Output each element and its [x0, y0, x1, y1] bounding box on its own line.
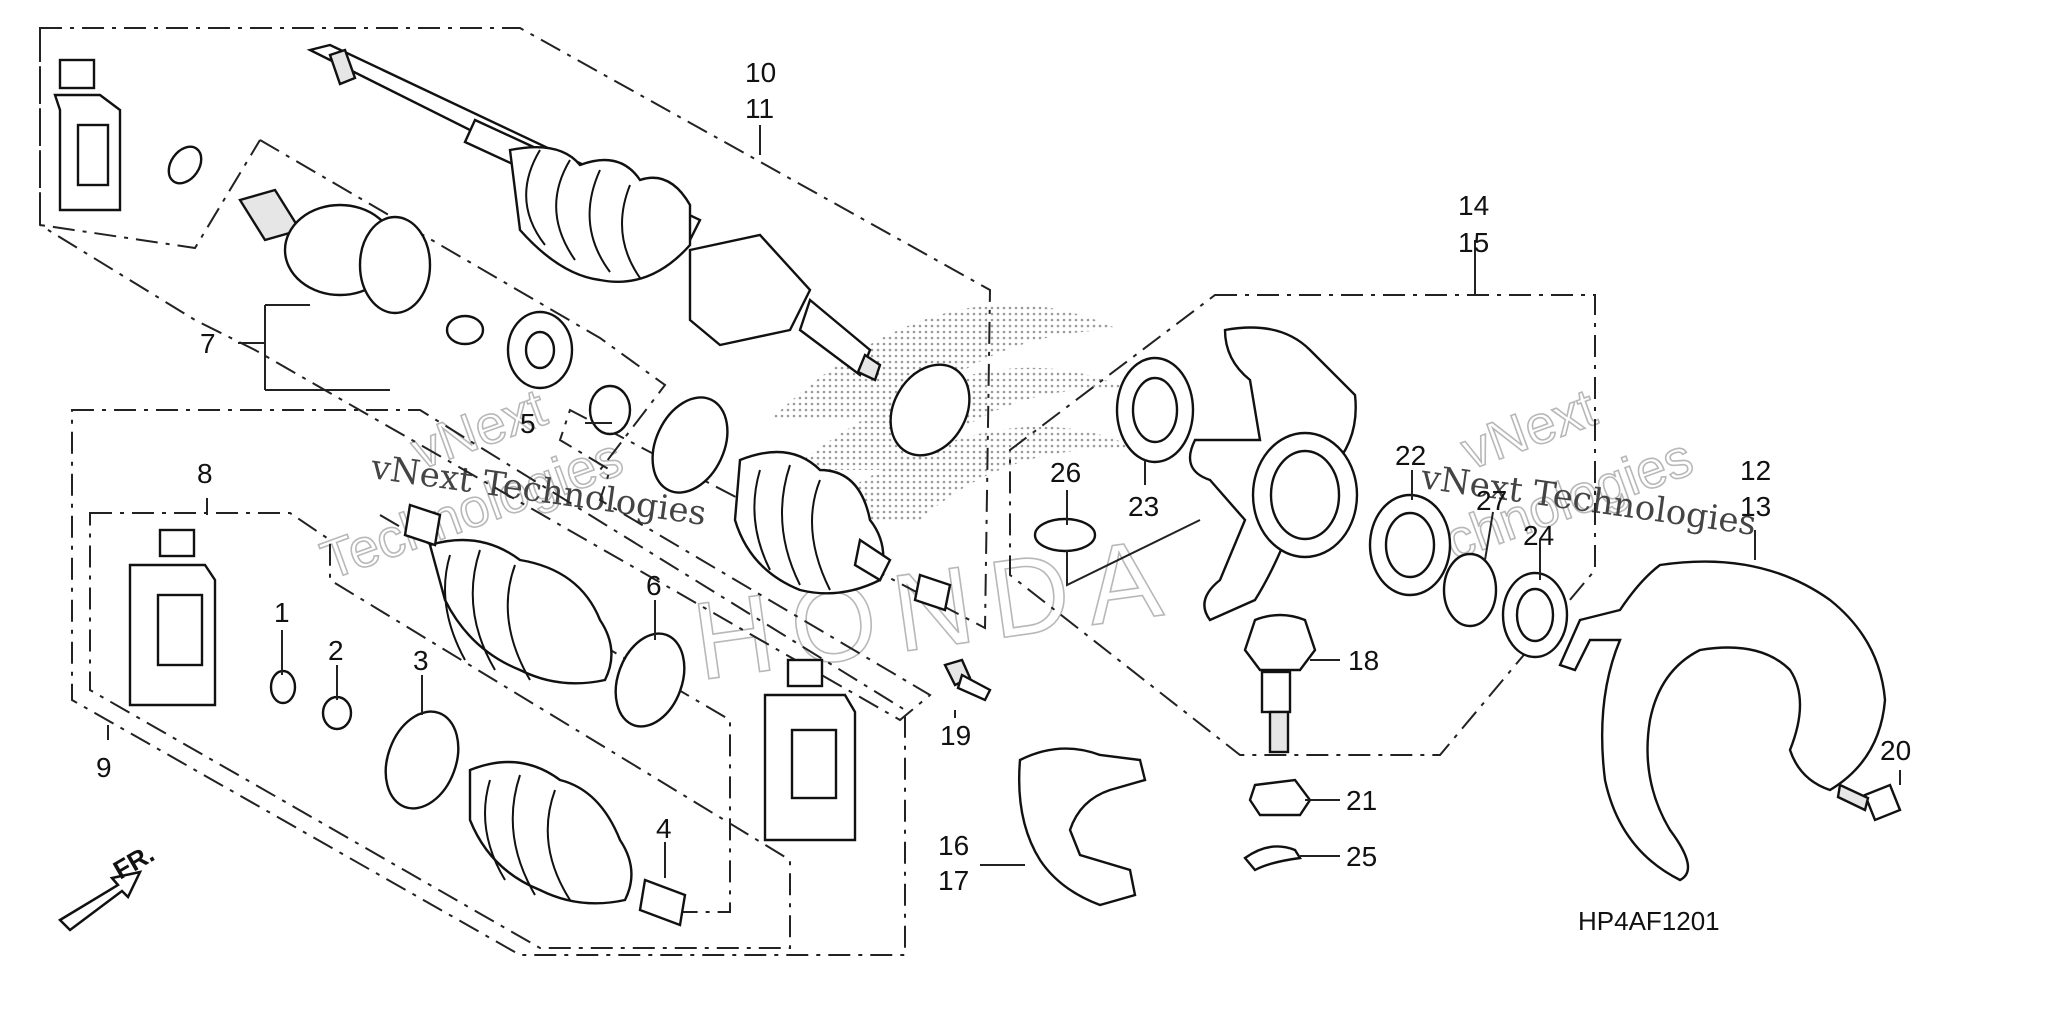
seal-23	[1115, 356, 1195, 464]
stop-ring-2	[321, 695, 353, 731]
group-outline-9	[71, 409, 906, 956]
callout-23: 23	[1128, 491, 1159, 522]
ball-joint-18	[1243, 613, 1317, 754]
callout-2: 2	[328, 635, 344, 666]
callout-21: 21	[1346, 785, 1377, 816]
boot-middle-left	[428, 538, 613, 685]
bearing-22	[1368, 493, 1452, 597]
callout-22: 22	[1395, 440, 1426, 471]
boot-band-upper-right	[889, 363, 971, 457]
callout-19: 19	[940, 720, 971, 751]
bolt-19	[943, 658, 992, 702]
drive-shaft-assembly	[306, 43, 882, 382]
circlip-5	[588, 384, 632, 436]
group-outline-oil-top	[39, 27, 261, 250]
knuckle	[1188, 326, 1359, 622]
oil-bottle-lower-right	[763, 658, 857, 842]
splash-shield-12-13	[1558, 560, 1887, 882]
callout-25: 25	[1346, 841, 1377, 872]
oil-bottle-lower-left	[128, 528, 217, 707]
callout-15: 15	[1458, 227, 1489, 258]
castle-nut-21	[1248, 778, 1312, 817]
cotter-pin-25	[1243, 845, 1303, 872]
callout-labels: 10 11 7 5 8 9 1 2 3 4 6 26 23 22 27 24 1…	[96, 57, 1911, 896]
group-outline-7	[259, 139, 667, 471]
inner-cv-joint	[238, 188, 574, 390]
callout-27: 27	[1476, 485, 1507, 516]
callout-12: 12	[1740, 455, 1771, 486]
circlip-top	[167, 145, 203, 185]
leader-lines	[107, 125, 1901, 878]
boot-clamp-mid-right	[913, 573, 952, 612]
callout-4: 4	[656, 813, 672, 844]
callout-10: 10	[745, 57, 776, 88]
group-outline-8	[89, 512, 791, 949]
callout-1: 1	[274, 597, 290, 628]
group-outline-10-11	[39, 27, 992, 722]
boot-band-6	[614, 632, 686, 728]
callout-3: 3	[413, 645, 429, 676]
callout-18: 18	[1348, 645, 1379, 676]
seal-24	[1501, 571, 1569, 659]
boot-clamp-upper-left	[403, 503, 442, 547]
group-outline-inner-boot	[379, 514, 731, 913]
callout-26: 26	[1050, 457, 1081, 488]
callout-17: 17	[938, 865, 969, 896]
callout-16: 16	[938, 830, 969, 861]
oil-bottle-top	[53, 58, 122, 212]
inner-boot-middle	[733, 450, 892, 595]
circlip-26	[1033, 517, 1097, 553]
callout-5: 5	[520, 408, 536, 439]
callout-11: 11	[745, 93, 774, 124]
diagram-code: HP4AF1201	[1578, 906, 1720, 936]
circlip-27	[1442, 552, 1498, 628]
boot-band-3	[384, 710, 460, 810]
guard-16-17	[1017, 747, 1147, 907]
callout-7: 7	[200, 328, 216, 359]
bolt-20	[1836, 783, 1902, 822]
circlip-1	[269, 669, 297, 705]
callout-8: 8	[197, 458, 213, 489]
boot-band-mid	[651, 396, 729, 494]
group-outline-14-15	[1009, 294, 1596, 756]
boot-clamp-4	[638, 878, 687, 927]
front-direction-arrow-icon	[57, 870, 143, 932]
callout-9: 9	[96, 752, 112, 783]
callout-6: 6	[646, 570, 662, 601]
callout-13: 13	[1740, 491, 1771, 522]
boot-lower	[468, 760, 633, 905]
callout-20: 20	[1880, 735, 1911, 766]
callout-24: 24	[1523, 520, 1554, 551]
callout-14: 14	[1458, 190, 1489, 221]
